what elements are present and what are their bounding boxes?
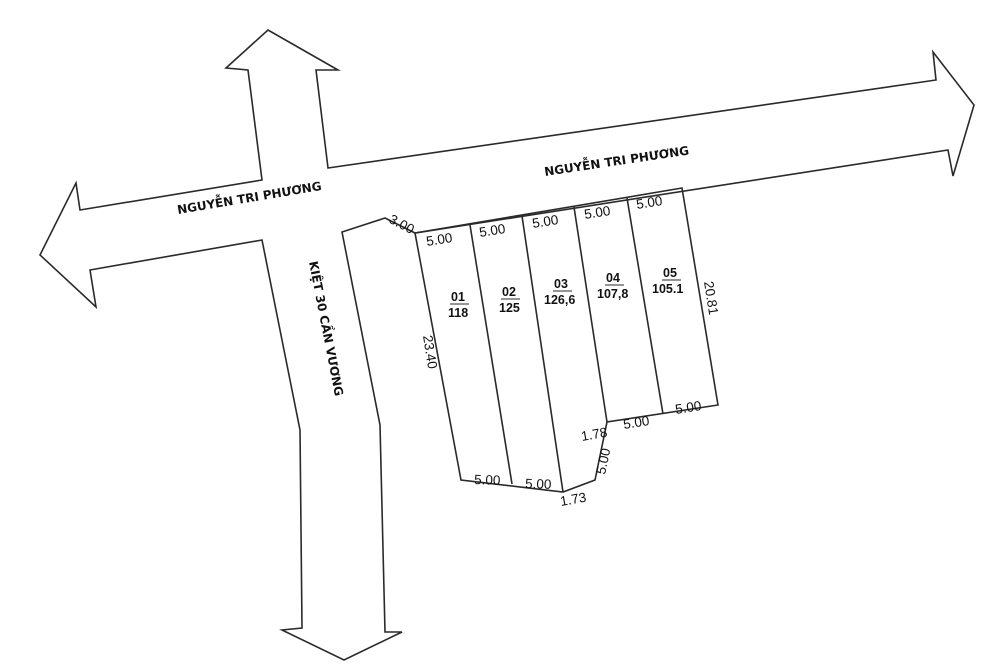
dim-rear-step: 5.00 xyxy=(593,447,613,476)
dim-front-lot-01: 5.00 xyxy=(425,230,453,249)
lot-03: 03 126,6 xyxy=(544,277,575,307)
dim-corner-cut: 3.00 xyxy=(387,211,417,237)
dim-front-lot-04: 5.00 xyxy=(583,203,611,222)
road-label-alley: KIỆT 30 CẦN VƯƠNG xyxy=(306,259,349,397)
dim-front-lot-02: 5.00 xyxy=(478,221,506,240)
lot-divider-4-5 xyxy=(626,197,664,415)
lot-number: 01 xyxy=(451,290,465,304)
lot-number: 02 xyxy=(502,285,516,299)
lot-area: 126,6 xyxy=(544,293,575,307)
dim-front-lot-03: 5.00 xyxy=(531,212,559,231)
dim-rear-jog-top: 1.78 xyxy=(580,425,608,444)
dim-rear-lot-04: 5.00 xyxy=(622,413,650,432)
lot-05: 05 105.1 xyxy=(652,266,683,296)
lot-number: 04 xyxy=(606,271,620,285)
lot-01: 01 118 xyxy=(448,290,469,320)
dim-rear-lot-02: 5.00 xyxy=(525,476,552,492)
dim-right-depth: 20.81 xyxy=(701,280,721,316)
road-outline xyxy=(39,29,975,661)
lot-divider-2-3 xyxy=(521,215,564,493)
lot-divider-1-2 xyxy=(469,224,513,485)
dim-front-lot-05: 5.00 xyxy=(635,193,663,212)
lot-number: 05 xyxy=(663,266,677,280)
road-label-main-left: NGUYỄN TRI PHƯƠNG xyxy=(176,177,323,217)
lot-04: 04 107,8 xyxy=(597,271,628,301)
road-network xyxy=(39,29,975,661)
dimension-labels: 3.00 5.00 5.00 5.00 5.00 5.00 23.40 20.8… xyxy=(387,193,722,509)
dim-rear-lot-01: 5.00 xyxy=(474,472,501,488)
dim-left-depth: 23.40 xyxy=(420,334,440,370)
lot-area: 105.1 xyxy=(652,282,683,296)
lot-area: 107,8 xyxy=(597,287,628,301)
lot-area: 125 xyxy=(499,301,520,315)
dim-rear-lot-05: 5.00 xyxy=(674,398,702,417)
road-label-main-right: NGUYỄN TRI PHƯƠNG xyxy=(543,142,690,179)
dim-rear-jog-bottom: 1.73 xyxy=(559,490,587,509)
lot-number: 03 xyxy=(554,277,568,291)
lot-area: 118 xyxy=(448,306,468,320)
lot-divider-3-4 xyxy=(573,206,608,423)
lots-outline xyxy=(414,187,719,493)
lot-02: 02 125 xyxy=(499,285,520,315)
lots-perimeter xyxy=(414,187,719,493)
